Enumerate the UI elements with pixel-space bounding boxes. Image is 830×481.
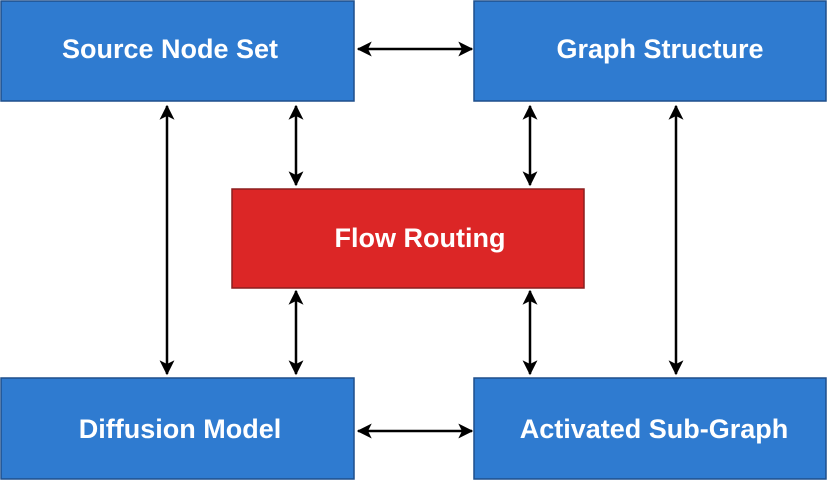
node-activated-box: [473, 377, 827, 480]
node-graph-box: [473, 0, 827, 102]
node-activated-sub-graph: Activated Sub-Graph: [473, 377, 827, 480]
node-source-node-set: Source Node Set: [0, 0, 355, 102]
node-activated-label: Activated Sub-Graph: [520, 414, 789, 444]
node-diffusion-model: Diffusion Model: [0, 377, 355, 480]
node-graph-structure: Graph Structure: [473, 0, 827, 102]
node-flow-label: Flow Routing: [335, 223, 506, 253]
edges: [159, 41, 684, 439]
node-source-label: Source Node Set: [62, 34, 278, 64]
node-diffusion-box: [0, 377, 355, 480]
node-flow-box: [231, 188, 585, 289]
node-flow-routing: Flow Routing: [231, 188, 585, 289]
node-graph-label: Graph Structure: [556, 34, 763, 64]
node-diffusion-label: Diffusion Model: [79, 414, 281, 444]
node-source-box: [0, 0, 355, 102]
